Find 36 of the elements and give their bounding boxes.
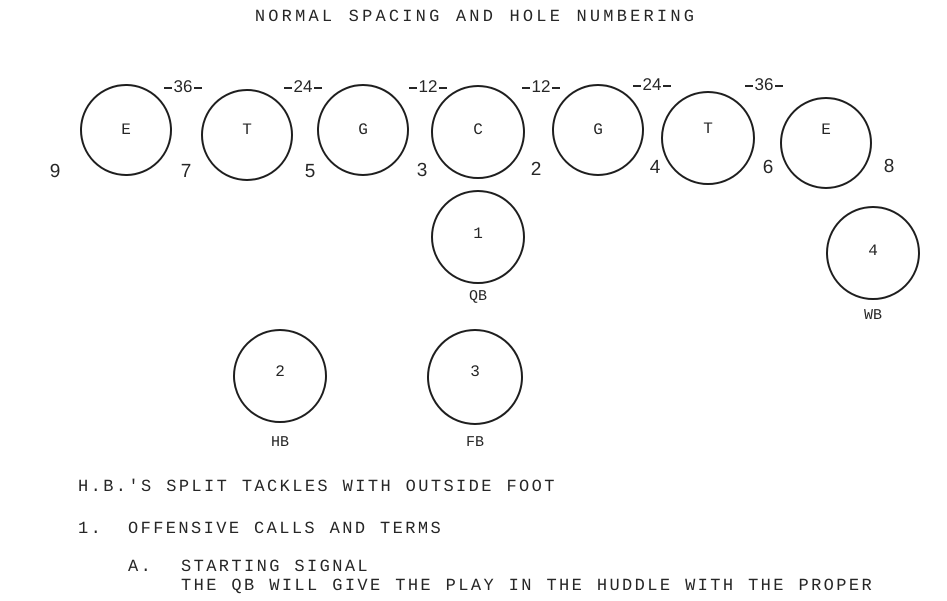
list-number: 1.: [78, 520, 104, 540]
player-marker: T: [703, 119, 713, 139]
spacing-label: 12: [532, 76, 550, 98]
position-label: QB: [469, 287, 487, 307]
player-marker: 1: [473, 224, 483, 244]
player-marker: T: [242, 120, 252, 140]
position-label: WB: [864, 306, 882, 326]
position-label: HB: [271, 433, 289, 453]
player-marker: 2: [275, 362, 285, 382]
spacing-label: 36: [174, 76, 192, 98]
player-marker: G: [593, 120, 603, 140]
spacing-label: 12: [418, 76, 438, 98]
note-text: H.B.'S SPLIT TACKLES WITH OUTSIDE FOOT: [78, 478, 557, 498]
hole-number: 2: [530, 159, 542, 181]
player-marker: 4: [868, 241, 878, 261]
player-marker: E: [121, 120, 131, 140]
player-marker: E: [821, 120, 831, 140]
hole-number: 5: [304, 161, 316, 183]
hole-number: 6: [762, 157, 774, 179]
player-marker: 3: [470, 362, 480, 382]
hole-number: 4: [650, 157, 660, 179]
spacing-label: 24: [294, 76, 312, 98]
hole-number: 3: [416, 160, 428, 182]
section-heading: OFFENSIVE CALLS AND TERMS: [128, 520, 444, 540]
list-letter: A.: [128, 558, 154, 578]
spacing-label: 36: [754, 74, 774, 96]
hole-number: 8: [884, 156, 894, 178]
player-marker: C: [473, 120, 483, 140]
spacing-label: 24: [642, 74, 662, 96]
subsection-heading: STARTING SIGNAL: [181, 558, 370, 578]
position-label: FB: [466, 433, 484, 453]
hole-number: 9: [50, 161, 60, 183]
diagram-title: NORMAL SPACING AND HOLE NUMBERING: [254, 8, 698, 28]
player-marker: G: [358, 120, 368, 140]
body-text: THE QB WILL GIVE THE PLAY IN THE HUDDLE WITH THE PROPER: [181, 577, 874, 597]
hole-number: 7: [180, 161, 192, 183]
